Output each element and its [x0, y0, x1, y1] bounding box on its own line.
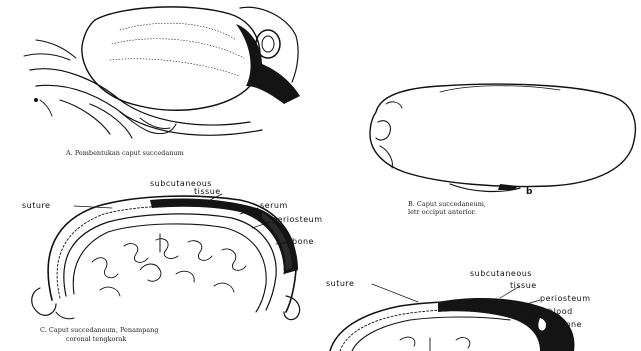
panel-c-label-tissue: tissue — [194, 187, 221, 196]
panel-d-label-blood: blood — [548, 307, 573, 316]
panel-b-marker: b — [526, 187, 533, 197]
panel-a-caption: A. Pembentukan caput succedanum — [65, 149, 184, 157]
panel-d-label-periosteum: periosteum — [540, 294, 591, 303]
panel-b-caption-line2: letr occiput anterior. — [408, 208, 476, 216]
panel-c-label-bone: bone — [292, 237, 314, 246]
panel-c-caption-line2: coronal tengkorak — [66, 335, 126, 343]
panel-c-label-serum: serum — [260, 201, 288, 210]
panel-c-coronal-section — [32, 194, 300, 320]
panel-d-label-tissue: tissue — [510, 281, 537, 290]
panel-b-head-side-view — [370, 84, 635, 191]
panel-b-caption-line1: B. Caput succedaneum, — [408, 200, 486, 208]
panel-a-birth-canal-drawing — [24, 7, 300, 138]
panel-d-label-subcutaneous: subcutaneous — [470, 269, 532, 278]
panel-d-cephalhematoma-section — [330, 284, 574, 351]
panel-d-label-suture: suture — [326, 279, 354, 288]
panel-c-label-suture: suture — [22, 201, 50, 210]
panel-c-label-periosteum: periosteum — [272, 215, 323, 224]
panel-d-label-bone: bone — [560, 320, 582, 329]
panel-c-caption-line1: C. Caput succedaneum, Penampang — [40, 326, 159, 334]
